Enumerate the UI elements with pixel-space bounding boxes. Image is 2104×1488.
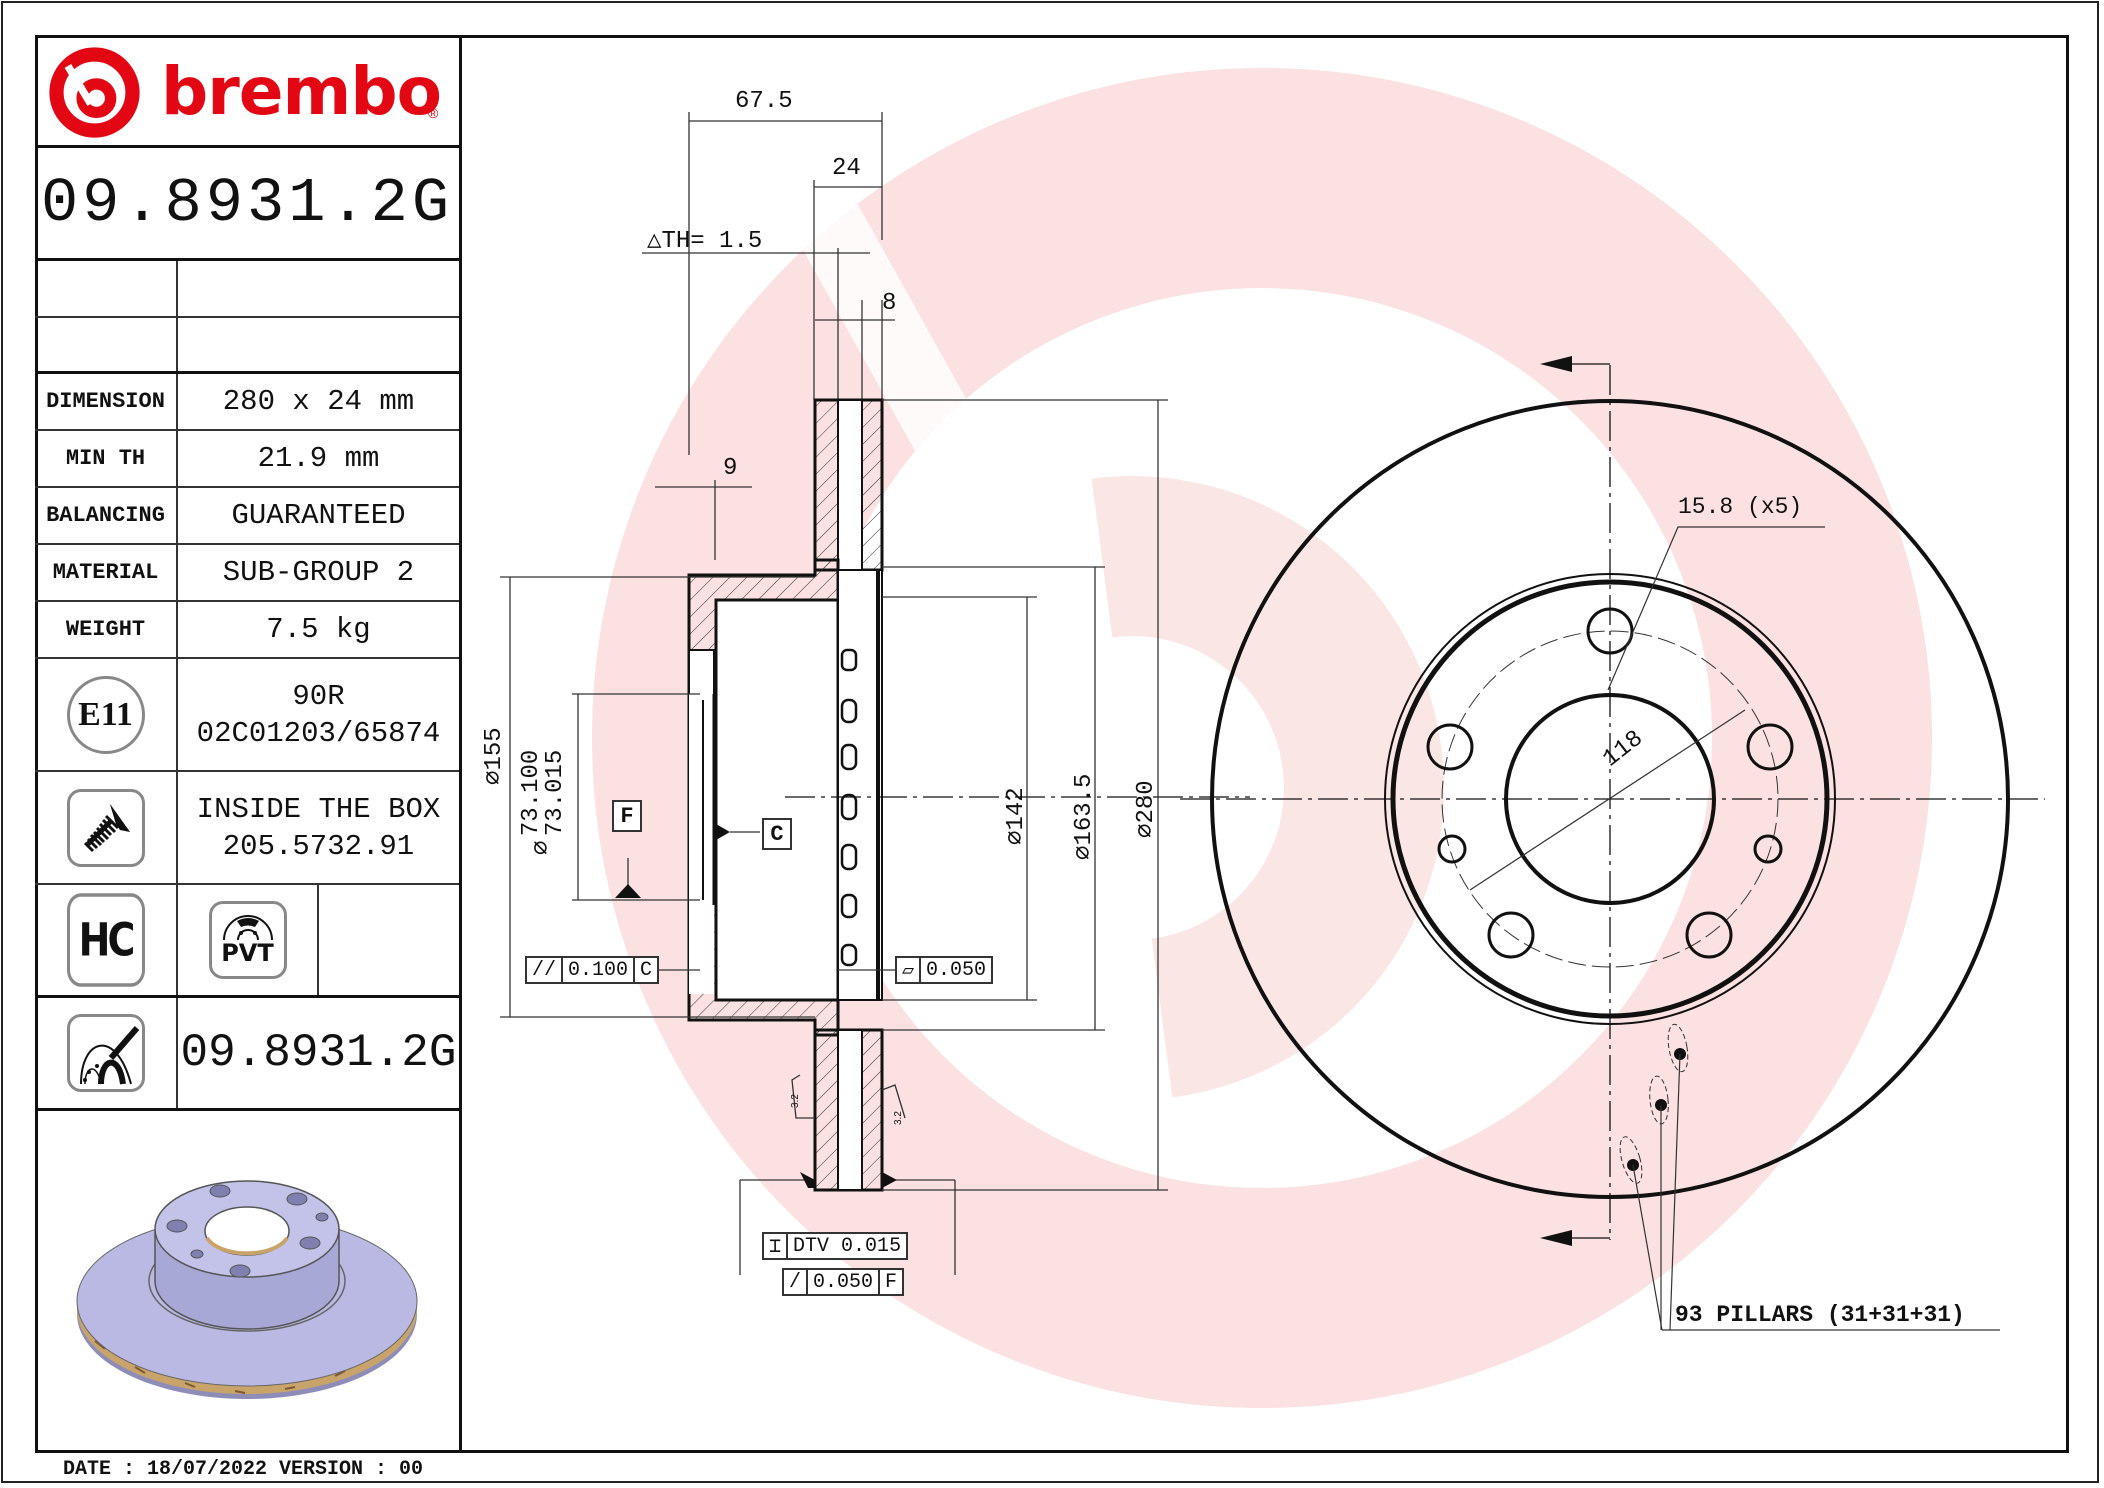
spec-value: 7.5 kg <box>266 613 371 646</box>
disc-install-icon <box>66 1014 145 1092</box>
spec-value: SUB-GROUP 2 <box>222 556 415 589</box>
spec-label: BALANCING <box>35 488 178 543</box>
screws-row: INSIDE THE BOX 205.5732.91 <box>35 772 459 885</box>
blank-label <box>35 318 178 371</box>
dim-thickness: 24 <box>832 155 861 182</box>
dim-d280: ∅280 <box>1133 780 1160 838</box>
pillars-label: 93 PILLARS (31+31+31) <box>1675 1302 1965 1328</box>
spec-value: 21.9 mm <box>257 442 380 475</box>
parallelism-tolerance: // 0.100 C <box>525 956 660 984</box>
spec-row-weight: WEIGHT 7.5 kg <box>35 602 459 659</box>
spec-label: DIMENSION <box>35 374 178 429</box>
section-view-drawing <box>500 112 1250 1275</box>
approval-code: 90R <box>292 679 345 713</box>
disc-3d-render <box>35 1111 459 1450</box>
brembo-logo-icon <box>47 45 142 140</box>
flatness-tolerance: ▱ 0.050 <box>895 956 994 984</box>
pvt-label: PVT <box>221 939 274 967</box>
dim-d73-prefix: ∅ <box>529 840 557 855</box>
e11-approval-icon: E11 <box>66 675 145 754</box>
dtv-symbol: ⌶ <box>764 1234 789 1259</box>
screws-part-number: 205.5732.91 <box>222 829 415 863</box>
pvt-disc-icon <box>222 915 273 941</box>
brand-wordmark: brembo <box>161 53 442 130</box>
datum-f: F <box>612 800 642 832</box>
kit-row: 09.8931.2G <box>35 998 459 1111</box>
registered-mark: ® <box>428 105 439 121</box>
screw-icon <box>66 788 145 867</box>
spec-row-dimension: DIMENSION 280 x 24 mm <box>35 374 459 431</box>
spec-label: MIN TH <box>35 431 178 486</box>
spec-label: WEIGHT <box>35 602 178 657</box>
roughness-right: 3.2 <box>893 1111 904 1125</box>
dim-hat-wall: 9 <box>723 455 738 482</box>
kit-part-number: 09.8931.2G <box>180 1027 457 1079</box>
dim-delta-th: △TH= 1.5 <box>647 228 763 255</box>
date-version: DATE : 18/07/2022 VERSION : 00 <box>63 1458 424 1481</box>
dim-d155: ∅155 <box>481 727 508 785</box>
part-number: 09.8931.2G <box>40 167 454 239</box>
runout-datum: F <box>885 1270 898 1294</box>
dim-d73-lower: 73.015 <box>542 749 569 837</box>
spec-row-material: MATERIAL SUB-GROUP 2 <box>35 545 459 602</box>
approval-number: 02C01203/65874 <box>196 716 441 750</box>
badges-row: HC PVT <box>35 885 459 998</box>
spec-row-min-th: MIN TH 21.9 mm <box>35 431 459 488</box>
spec-value: GUARANTEED <box>231 499 406 532</box>
blank-label <box>35 261 178 316</box>
flatness-symbol: ▱ <box>897 958 922 983</box>
dim-overall-offset: 67.5 <box>735 88 793 115</box>
spec-row-balancing: BALANCING GUARANTEED <box>35 488 459 545</box>
parallelism-value: 0.100 <box>563 958 636 982</box>
dtv-value: DTV 0.015 <box>793 1234 902 1258</box>
part-number-row: 09.8931.2G <box>35 148 459 261</box>
spec-label: MATERIAL <box>35 545 178 600</box>
runout-symbol: / <box>784 1270 809 1294</box>
flatness-value: 0.050 <box>926 958 987 982</box>
dim-vane-width: 8 <box>882 290 897 317</box>
blank-row-2 <box>35 318 459 374</box>
logo-row: brembo ® <box>35 35 459 148</box>
approval-row: E11 90R 02C01203/65874 <box>35 659 459 772</box>
datum-c: C <box>762 818 792 850</box>
screws-note: INSIDE THE BOX <box>196 792 441 826</box>
dim-d142: ∅142 <box>1003 787 1030 845</box>
title-block: brembo ® 09.8931.2G DIMENSION 280 x 24 m… <box>35 35 462 1453</box>
parallelism-datum: C <box>640 958 653 982</box>
dim-d73-upper: 73.100 <box>518 749 545 837</box>
roughness-left: 3.2 <box>790 1094 801 1108</box>
parallelism-symbol: // <box>527 958 564 982</box>
hc-coating-icon: HC <box>66 893 145 987</box>
drawing-frame <box>35 35 2069 1453</box>
runout-tolerance: / 0.050 F <box>782 1268 905 1296</box>
front-view-drawing <box>1180 356 2045 1331</box>
dim-d163: ∅163.5 <box>1071 773 1098 860</box>
pvt-icon: PVT <box>208 901 287 979</box>
blank-row-1 <box>35 261 459 318</box>
bolt-hole-label: 15.8 (x5) <box>1678 494 1803 520</box>
runout-value: 0.050 <box>808 1270 881 1294</box>
spec-value: 280 x 24 mm <box>222 385 415 418</box>
dtv-tolerance: ⌶ DTV 0.015 <box>762 1232 909 1260</box>
